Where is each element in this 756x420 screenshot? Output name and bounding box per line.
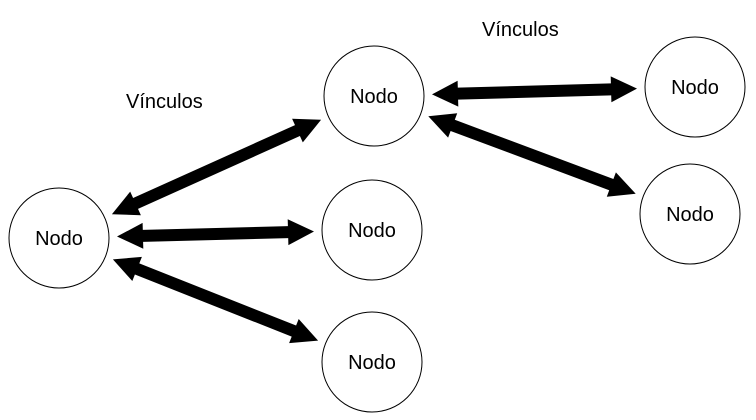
node-circle [321, 179, 423, 281]
node-circle [8, 187, 110, 289]
node-label: Nodo [348, 352, 396, 374]
node-label: Nodo [671, 77, 719, 99]
links-layer [111, 76, 637, 344]
node: Nodo [323, 45, 425, 147]
node-label: Nodo [348, 220, 396, 242]
node-label: Nodo [35, 228, 83, 250]
node: Nodo [321, 311, 423, 413]
link-arrow [117, 219, 314, 249]
node-circle [321, 311, 423, 413]
link-arrow [428, 113, 636, 197]
node-label: Nodo [666, 204, 714, 226]
node: Nodo [8, 187, 110, 289]
node: Nodo [639, 163, 741, 265]
link-arrow [112, 256, 319, 344]
node-circle [639, 163, 741, 265]
node: Nodo [321, 179, 423, 281]
node-label: Nodo [350, 86, 398, 108]
link-arrow [432, 76, 637, 107]
node-circle [323, 45, 425, 147]
link-label: Vínculos [482, 19, 559, 41]
node-circle [644, 36, 746, 138]
link-arrow [111, 118, 322, 216]
link-label: Vínculos [126, 91, 203, 113]
node: Nodo [644, 36, 746, 138]
